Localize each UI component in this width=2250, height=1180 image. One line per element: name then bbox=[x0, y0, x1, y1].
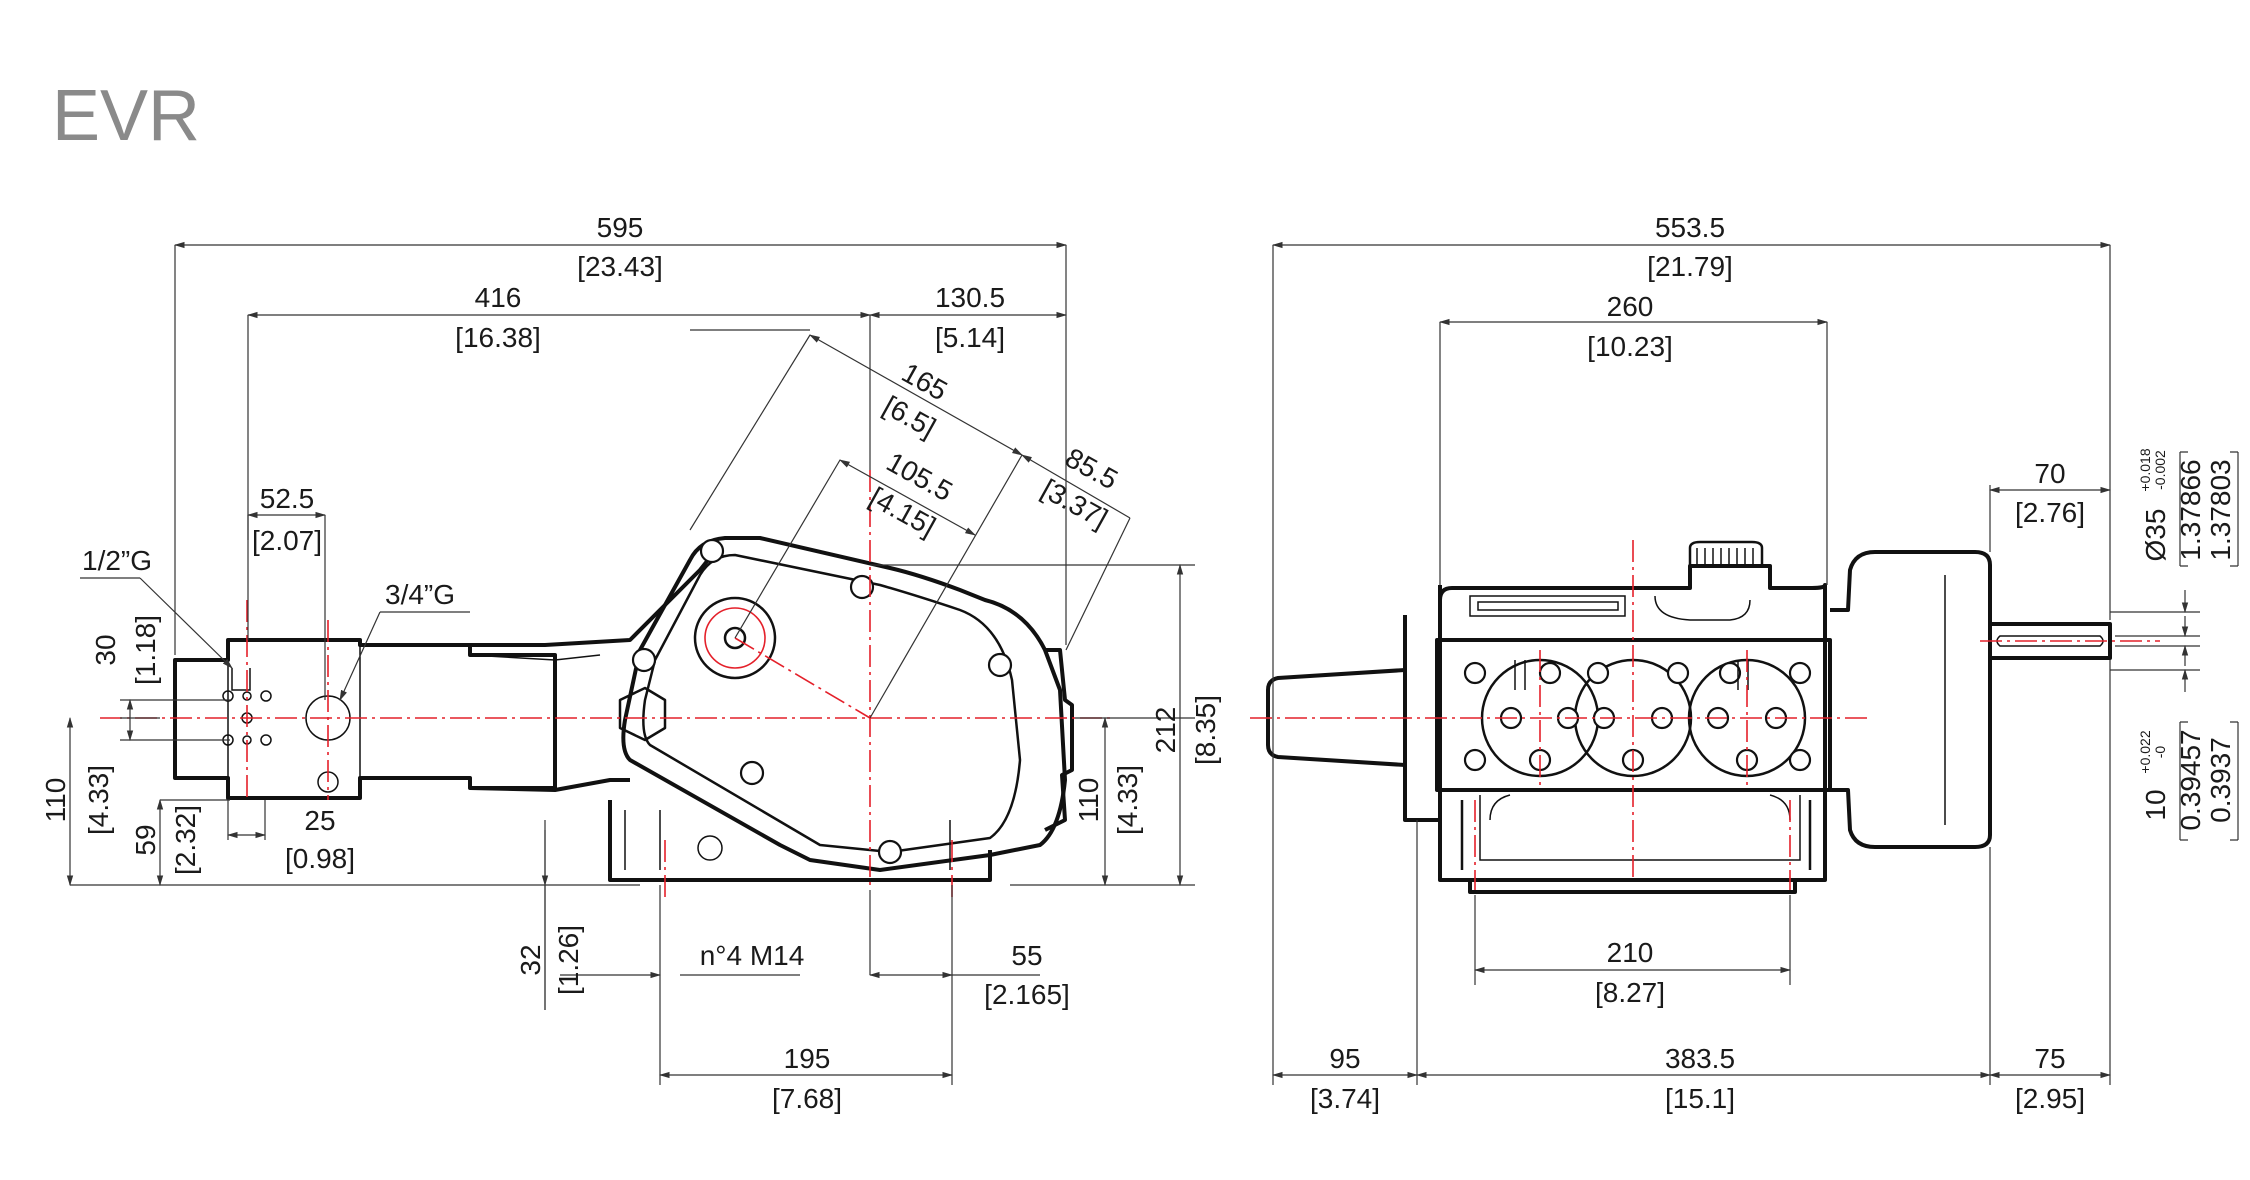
dim-52-5-in: [2.07] bbox=[252, 525, 322, 556]
bolt-icon bbox=[987, 652, 1013, 678]
bolt-icon bbox=[699, 538, 725, 564]
end-view-body bbox=[1266, 540, 2112, 894]
dim-110-right-in: [4.33] bbox=[1112, 765, 1143, 835]
dim-416-in: [16.38] bbox=[455, 322, 541, 353]
crankshaft-end bbox=[693, 596, 777, 680]
dim-110-left-in: [4.33] bbox=[83, 765, 114, 835]
mount-holes-label: n°4 M14 bbox=[700, 940, 805, 971]
dim-59: 59 bbox=[130, 824, 161, 855]
dim-52-5: 52.5 bbox=[260, 483, 315, 514]
shaft-tolerance-plus: +0.018 bbox=[2137, 448, 2153, 491]
dim-260: 260 bbox=[1607, 291, 1654, 322]
dim-383-5-in: [15.1] bbox=[1665, 1083, 1735, 1114]
bolt-icon bbox=[739, 760, 765, 786]
dim-110-left: 110 bbox=[40, 778, 71, 823]
side-view-extension-lines bbox=[70, 245, 1195, 1085]
dim-32-in: [1.26] bbox=[553, 925, 584, 995]
dim-416: 416 bbox=[475, 282, 522, 313]
drawing-title: EVR bbox=[52, 76, 200, 156]
dim-595: 595 bbox=[597, 212, 644, 243]
dim-110-right: 110 bbox=[1073, 778, 1104, 823]
dim-130-5-in: [5.14] bbox=[935, 322, 1005, 353]
dim-70: 70 bbox=[2034, 458, 2065, 489]
dim-195: 195 bbox=[784, 1043, 831, 1074]
dim-70-in: [2.76] bbox=[2015, 497, 2085, 528]
dim-383-5: 383.5 bbox=[1665, 1043, 1735, 1074]
dim-130-5: 130.5 bbox=[935, 282, 1005, 313]
dim-75: 75 bbox=[2034, 1043, 2065, 1074]
dim-95: 95 bbox=[1329, 1043, 1360, 1074]
hex-plug-icon bbox=[618, 686, 667, 742]
shaft-diameter: Ø35 bbox=[2140, 509, 2171, 562]
dim-55-in: [2.165] bbox=[984, 979, 1070, 1010]
end-view-dimension-texts: 553.5 [21.79] 260 [10.23] 70 [2.76] Ø35 … bbox=[1310, 212, 2239, 1114]
bolt-icon bbox=[631, 647, 657, 673]
dim-210-in: [8.27] bbox=[1595, 977, 1665, 1008]
shaft-keyway bbox=[1996, 635, 2104, 647]
dim-25-in: [0.98] bbox=[285, 843, 355, 874]
end-view-dimension-lines bbox=[1271, 241, 2189, 1079]
dim-212-in: [8.35] bbox=[1190, 695, 1221, 765]
key-tolerance-plus: +0.022 bbox=[2137, 730, 2153, 773]
port-three-quarter-label: 3/4”G bbox=[385, 579, 455, 610]
dim-30-in: [1.18] bbox=[130, 615, 161, 685]
end-view-centerlines bbox=[1250, 540, 2160, 890]
dim-553-5: 553.5 bbox=[1655, 212, 1725, 243]
dim-210: 210 bbox=[1607, 937, 1654, 968]
dim-212: 212 bbox=[1150, 707, 1181, 754]
side-view: 595 [23.43] 416 [16.38] 130.5 [5.14] 165… bbox=[40, 212, 1221, 1114]
key-width: 10 bbox=[2140, 789, 2171, 820]
oil-cap-icon bbox=[1688, 540, 1764, 566]
dim-260-in: [10.23] bbox=[1587, 331, 1673, 362]
dim-25: 25 bbox=[304, 805, 335, 836]
bolt-icon bbox=[849, 574, 875, 600]
bolt-icon bbox=[877, 839, 903, 865]
port-half-inch-label: 1/2”G bbox=[82, 545, 152, 576]
dim-553-5-in: [21.79] bbox=[1647, 251, 1733, 282]
dim-59-in: [2.32] bbox=[170, 805, 201, 875]
drive-shaft bbox=[1990, 622, 2112, 660]
dim-55: 55 bbox=[1011, 940, 1042, 971]
shaft-inch-min: 1.37803 bbox=[2205, 459, 2236, 560]
dim-95-in: [3.74] bbox=[1310, 1083, 1380, 1114]
dim-32: 32 bbox=[515, 944, 546, 975]
side-view-centerlines bbox=[100, 470, 1110, 900]
key-tolerance-minus: -0 bbox=[2152, 746, 2168, 759]
dim-30: 30 bbox=[90, 634, 121, 665]
dim-195-in: [7.68] bbox=[772, 1083, 842, 1114]
key-inch-min: 0.3937 bbox=[2205, 737, 2236, 823]
dim-75-in: [2.95] bbox=[2015, 1083, 2085, 1114]
end-view: 553.5 [21.79] 260 [10.23] 70 [2.76] Ø35 … bbox=[1250, 212, 2239, 1114]
shaft-tolerance-minus: -0.002 bbox=[2152, 450, 2168, 490]
dim-595-in: [23.43] bbox=[577, 251, 663, 282]
side-view-dimension-lines bbox=[66, 241, 1184, 1079]
side-view-dimension-texts: 595 [23.43] 416 [16.38] 130.5 [5.14] 165… bbox=[40, 212, 1221, 1114]
